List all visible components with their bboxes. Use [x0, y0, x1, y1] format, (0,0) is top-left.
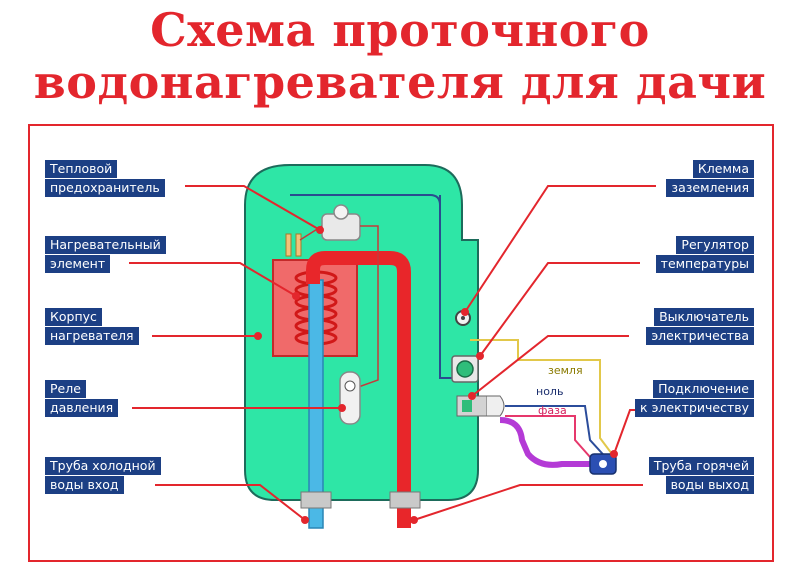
phase-wire: [505, 415, 599, 467]
body-inner-line-top: [290, 194, 441, 206]
temp-regulator-knob: [456, 360, 474, 378]
cold-pipe: [308, 279, 324, 529]
label-hot-pipe-line-2: воды выход: [665, 476, 754, 494]
neutral-wire: [505, 405, 611, 463]
pressure-relay-dial: [344, 380, 356, 392]
label-power-switch-line-2: электричества: [646, 327, 754, 345]
label-hot-pipe-line-1: Труба горячей: [648, 457, 754, 475]
hot-pipe-fitting: [389, 491, 421, 509]
thermal-fuse-pin-2: [295, 233, 302, 257]
label-ground-terminal-line-2: заземления: [666, 179, 754, 197]
label-cold-pipe-line-1: Труба холодной: [45, 457, 161, 475]
label-temp-regulator-line-1: Регулятор: [676, 236, 754, 254]
neutral-wire-label: ноль: [536, 385, 563, 398]
hot-pipe: [306, 251, 411, 528]
leader-lines: [129, 185, 656, 524]
label-heating-element-line-1: Нагревательный: [45, 236, 166, 254]
diagram-title-line-1: Схема проточного: [150, 3, 650, 57]
thermal-fuse-knob: [333, 204, 349, 220]
label-power-connection-line-2: к электричеству: [635, 399, 754, 417]
ground-wire-label: земля: [548, 364, 583, 377]
diagram-title-line-2: водонагревателя для дачи: [33, 55, 767, 109]
cold-pipe-fitting: [300, 491, 332, 509]
ground-wire: [470, 339, 613, 455]
label-thermal-fuse-line-2: предохранитель: [45, 179, 165, 197]
label-ground-terminal-line-1: Клемма: [692, 160, 754, 178]
label-power-connection-line-1: Подключение: [653, 380, 754, 398]
label-cold-pipe-line-2: воды вход: [45, 476, 124, 494]
thermal-fuse-pin-1: [285, 233, 292, 257]
label-power-switch-line-1: Выключатель: [654, 308, 754, 326]
label-thermal-fuse-line-1: Тепловой: [45, 160, 118, 178]
pressure-relay: [339, 371, 361, 425]
heater-body: [244, 164, 479, 501]
label-heating-element-line-2: элемент: [45, 255, 111, 273]
label-heater-body-line-2: нагревателя: [45, 327, 139, 345]
label-pressure-relay-line-2: давления: [45, 399, 119, 417]
phase-wire-label: фаза: [538, 404, 567, 417]
label-pressure-relay-line-1: Реле: [45, 380, 86, 398]
label-temp-regulator-line-2: температуры: [655, 255, 754, 273]
diagram-frame: [28, 124, 774, 562]
power-cable: [499, 417, 590, 468]
label-heater-body-line-1: Корпус: [45, 308, 102, 326]
